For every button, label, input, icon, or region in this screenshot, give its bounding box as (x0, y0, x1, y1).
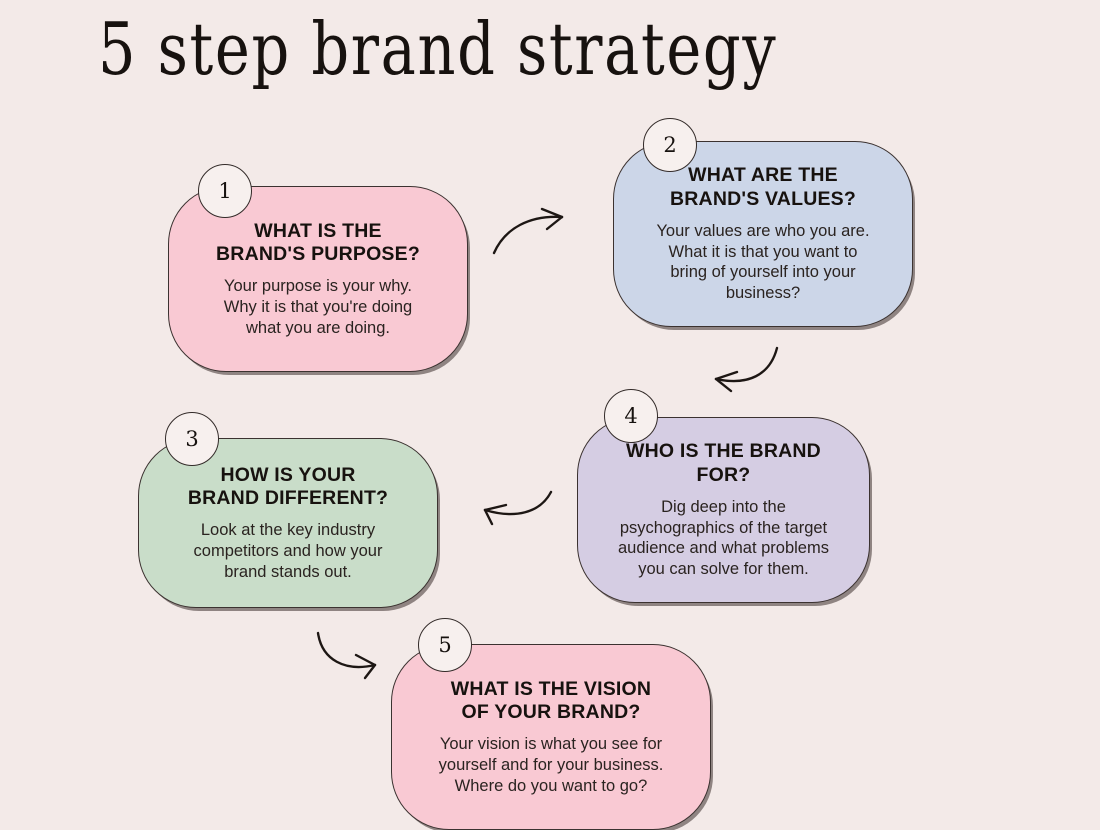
step-card-5-body: Your vision is what you see for yourself… (438, 735, 664, 795)
step-card-5[interactable]: WHAT IS THE VISION OF YOUR BRAND? Your v… (391, 644, 711, 830)
step-card-2[interactable]: WHAT ARE THE BRAND'S VALUES? Your values… (613, 141, 913, 327)
arrow-step1-to-step2-icon (492, 207, 564, 255)
step-badge-5: 5 (418, 618, 472, 672)
step-badge-1: 1 (198, 164, 252, 218)
step-badge-3-number: 3 (185, 427, 199, 451)
step-card-2-body: Your values are who you are. What it is … (656, 221, 870, 303)
step-card-4-body: Dig deep into the psychographics of the … (618, 497, 829, 579)
step-card-3-body: Look at the key industry competitors and… (193, 521, 383, 581)
step-badge-1-number: 1 (218, 179, 232, 203)
step-badge-2-number: 2 (663, 133, 677, 157)
arrow-step4-to-step3-icon (483, 490, 553, 526)
step-card-1-heading: WHAT IS THE BRAND'S PURPOSE? (216, 219, 420, 266)
step-card-3-heading: HOW IS YOUR BRAND DIFFERENT? (187, 463, 389, 510)
page-title: 5 step brand strategy (98, 7, 778, 91)
step-card-1-body: Your purpose is your why. Why it is that… (223, 277, 413, 337)
step-badge-4-number: 4 (624, 404, 638, 428)
step-card-2-heading: WHAT ARE THE BRAND'S VALUES? (669, 164, 857, 210)
step-badge-3: 3 (165, 412, 219, 466)
step-badge-5-number: 5 (438, 633, 452, 657)
arrow-step2-to-step4-icon (714, 346, 779, 393)
step-badge-2: 2 (643, 118, 697, 172)
step-badge-4: 4 (604, 389, 658, 443)
step-card-4-heading: WHO IS THE BRAND FOR? (626, 440, 821, 486)
step-card-4[interactable]: WHO IS THE BRAND FOR? Dig deep into the … (577, 417, 870, 603)
arrow-step3-to-step5-icon (316, 631, 377, 680)
step-card-3[interactable]: HOW IS YOUR BRAND DIFFERENT? Look at the… (138, 438, 438, 608)
step-card-5-heading: WHAT IS THE VISION OF YOUR BRAND? (450, 677, 652, 724)
step-card-1[interactable]: WHAT IS THE BRAND'S PURPOSE? Your purpos… (168, 186, 468, 372)
